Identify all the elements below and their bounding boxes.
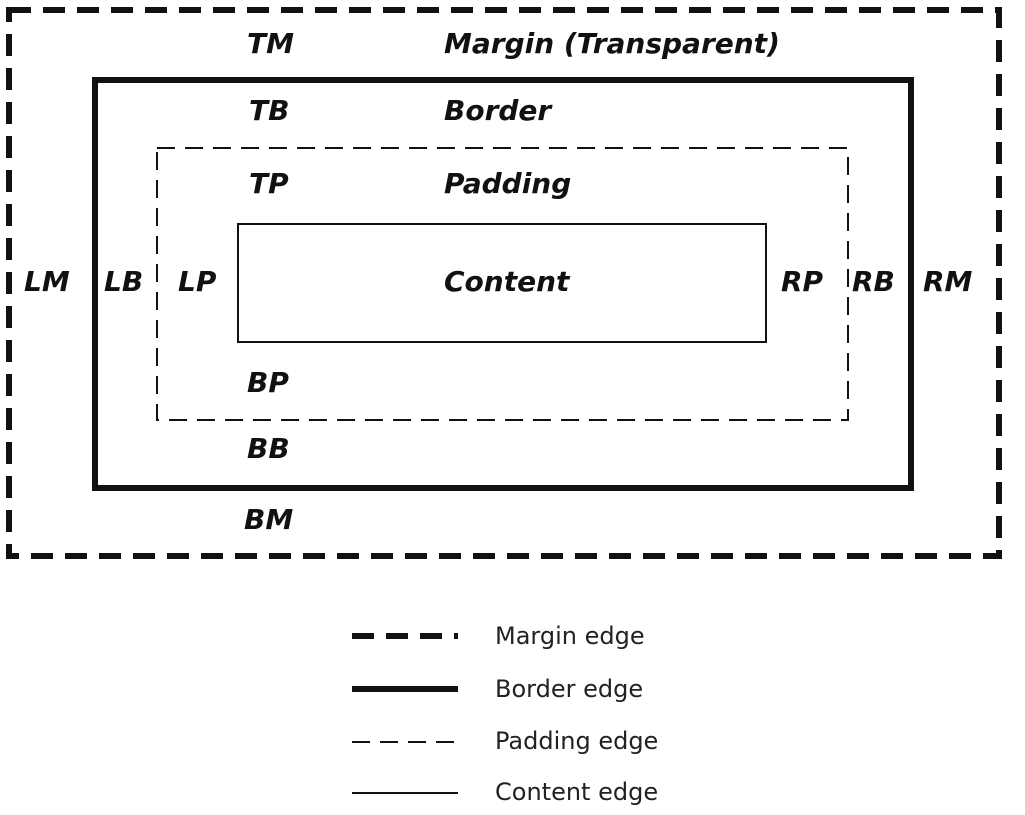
border-edge xyxy=(92,77,914,491)
content-title: Content xyxy=(444,265,570,298)
margin-left-label: LM xyxy=(24,265,70,298)
legend-border-label: Border edge xyxy=(495,675,644,703)
padding-right-label: RP xyxy=(781,265,824,298)
legend-content-label: Content edge xyxy=(495,778,659,806)
border-left-label: LB xyxy=(104,265,144,298)
padding-left-label: LP xyxy=(178,265,217,298)
padding-edge xyxy=(156,147,849,421)
margin-top-label: TM xyxy=(247,27,294,60)
margin-right-label: RM xyxy=(923,265,973,298)
margin-edge xyxy=(6,7,1002,559)
padding-title: Padding xyxy=(444,167,572,200)
margin-bottom-label: BM xyxy=(244,503,294,536)
padding-bottom-label: BP xyxy=(247,366,289,399)
padding-top-label: TP xyxy=(249,167,289,200)
content-edge xyxy=(237,223,767,343)
margin-title: Margin (Transparent) xyxy=(444,27,780,60)
border-top-label: TB xyxy=(249,94,290,127)
border-right-label: RB xyxy=(852,265,895,298)
legend-padding-label: Padding edge xyxy=(495,727,659,755)
border-bottom-label: BB xyxy=(247,432,290,465)
border-title: Border xyxy=(444,94,552,127)
legend-margin-label: Margin edge xyxy=(495,622,645,650)
